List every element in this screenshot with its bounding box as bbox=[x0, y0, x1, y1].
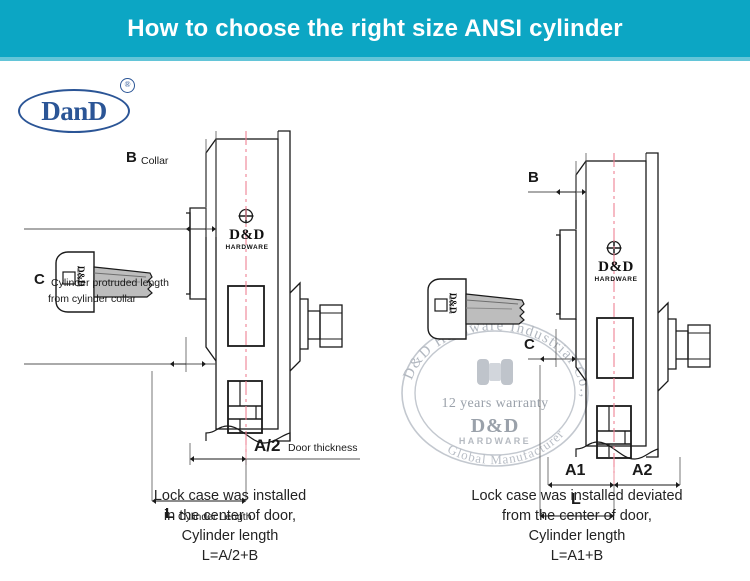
left-key-icon bbox=[55, 251, 153, 313]
right-caption-line3: Cylinder length bbox=[528, 528, 626, 544]
right-caption: Lock case was installed deviated from th… bbox=[412, 486, 742, 566]
right-label-a2: A2 bbox=[632, 462, 653, 479]
left-label-a2-desc: Door thickness bbox=[288, 442, 358, 454]
right-caption-line1: Lock case was installed deviated bbox=[471, 488, 683, 504]
left-label-b: B bbox=[126, 149, 137, 166]
right-faceplate bbox=[585, 160, 647, 447]
right-collar-bottom bbox=[575, 319, 587, 382]
logo-text: DanD bbox=[41, 95, 107, 126]
left-faceplate-brand: D&D HARDWARE bbox=[216, 228, 278, 252]
left-caption: Lock case was installed in the center of… bbox=[65, 486, 395, 566]
technical-drawing bbox=[24, 130, 711, 519]
left-thumbturn bbox=[319, 304, 343, 348]
right-lock-assembly bbox=[427, 152, 711, 460]
left-caption-line2: in the center of door, bbox=[163, 508, 297, 524]
left-lock-assembly bbox=[55, 130, 343, 444]
left-cylinder-face bbox=[186, 212, 191, 295]
right-cylinder-face bbox=[556, 234, 561, 315]
page-title: How to choose the right size ANSI cylind… bbox=[127, 14, 623, 42]
left-dimensions bbox=[24, 131, 360, 504]
right-key-brand-sub: HARDWARE bbox=[448, 293, 452, 315]
brand-logo: DanD ® bbox=[18, 75, 140, 137]
drawing-canvas: DanD ® D&D Hardware Industrial Co.,Ltd bbox=[0, 61, 750, 581]
right-caption-line4: L=A1+B bbox=[550, 548, 604, 564]
left-label-c-desc-1: Cylinder protruded length bbox=[51, 277, 169, 289]
left-cam-housing bbox=[300, 298, 309, 350]
right-dimensions bbox=[528, 153, 681, 519]
right-door-edge bbox=[646, 152, 659, 458]
left-label-l: L bbox=[165, 505, 175, 522]
right-faceplate-brand-line1: D&D bbox=[598, 259, 634, 275]
left-faceplate bbox=[215, 138, 279, 430]
right-label-a1: A1 bbox=[565, 462, 586, 479]
left-faceplate-brand-line2: HARDWARE bbox=[225, 244, 269, 251]
right-cylinder-body bbox=[559, 229, 577, 320]
right-caption-line2: from the center of door, bbox=[502, 508, 652, 524]
left-label-a2: A/2 bbox=[254, 436, 281, 455]
page-header: How to choose the right size ANSI cylind… bbox=[0, 0, 750, 57]
right-cam-housing bbox=[668, 318, 677, 370]
right-interior-housing bbox=[657, 301, 669, 392]
right-faceplate-brand-line2: HARDWARE bbox=[594, 276, 638, 283]
right-thumbturn bbox=[687, 324, 711, 368]
right-faceplate-brand: D&D HARDWARE bbox=[586, 260, 646, 284]
left-collar-top bbox=[205, 138, 217, 207]
registered-trademark-icon: ® bbox=[120, 78, 135, 93]
left-caption-line3: Cylinder length bbox=[181, 528, 279, 544]
left-label-l-desc: Cylinder Length bbox=[178, 511, 252, 523]
header-underline bbox=[0, 57, 750, 61]
left-label-b-desc: Collar bbox=[141, 155, 169, 167]
left-collar-bottom bbox=[205, 299, 217, 362]
logo-ellipse-icon bbox=[18, 89, 130, 133]
right-tailpiece-stub bbox=[676, 330, 689, 360]
left-deadbolt-slot bbox=[227, 380, 263, 434]
left-interior-housing bbox=[289, 281, 301, 372]
left-caption-line4: L=A/2+B bbox=[201, 548, 259, 564]
left-faceplate-brand-line1: D&D bbox=[229, 227, 265, 243]
left-label-c-desc-2: from cylinder collar bbox=[48, 293, 137, 305]
left-door-edge bbox=[278, 130, 291, 442]
right-label-b: B bbox=[528, 169, 539, 186]
right-collar-top bbox=[575, 160, 587, 229]
left-label-c: C bbox=[34, 271, 45, 288]
right-label-l: L bbox=[571, 491, 581, 508]
right-label-c: C bbox=[524, 336, 535, 353]
left-key-brand-sub: HARDWARE bbox=[76, 266, 80, 288]
left-cylinder-body bbox=[189, 207, 207, 300]
left-tailpiece-stub bbox=[308, 310, 321, 340]
left-caption-line1: Lock case was installed bbox=[153, 488, 307, 504]
right-latch-window bbox=[596, 317, 634, 379]
right-key-icon bbox=[427, 278, 525, 340]
